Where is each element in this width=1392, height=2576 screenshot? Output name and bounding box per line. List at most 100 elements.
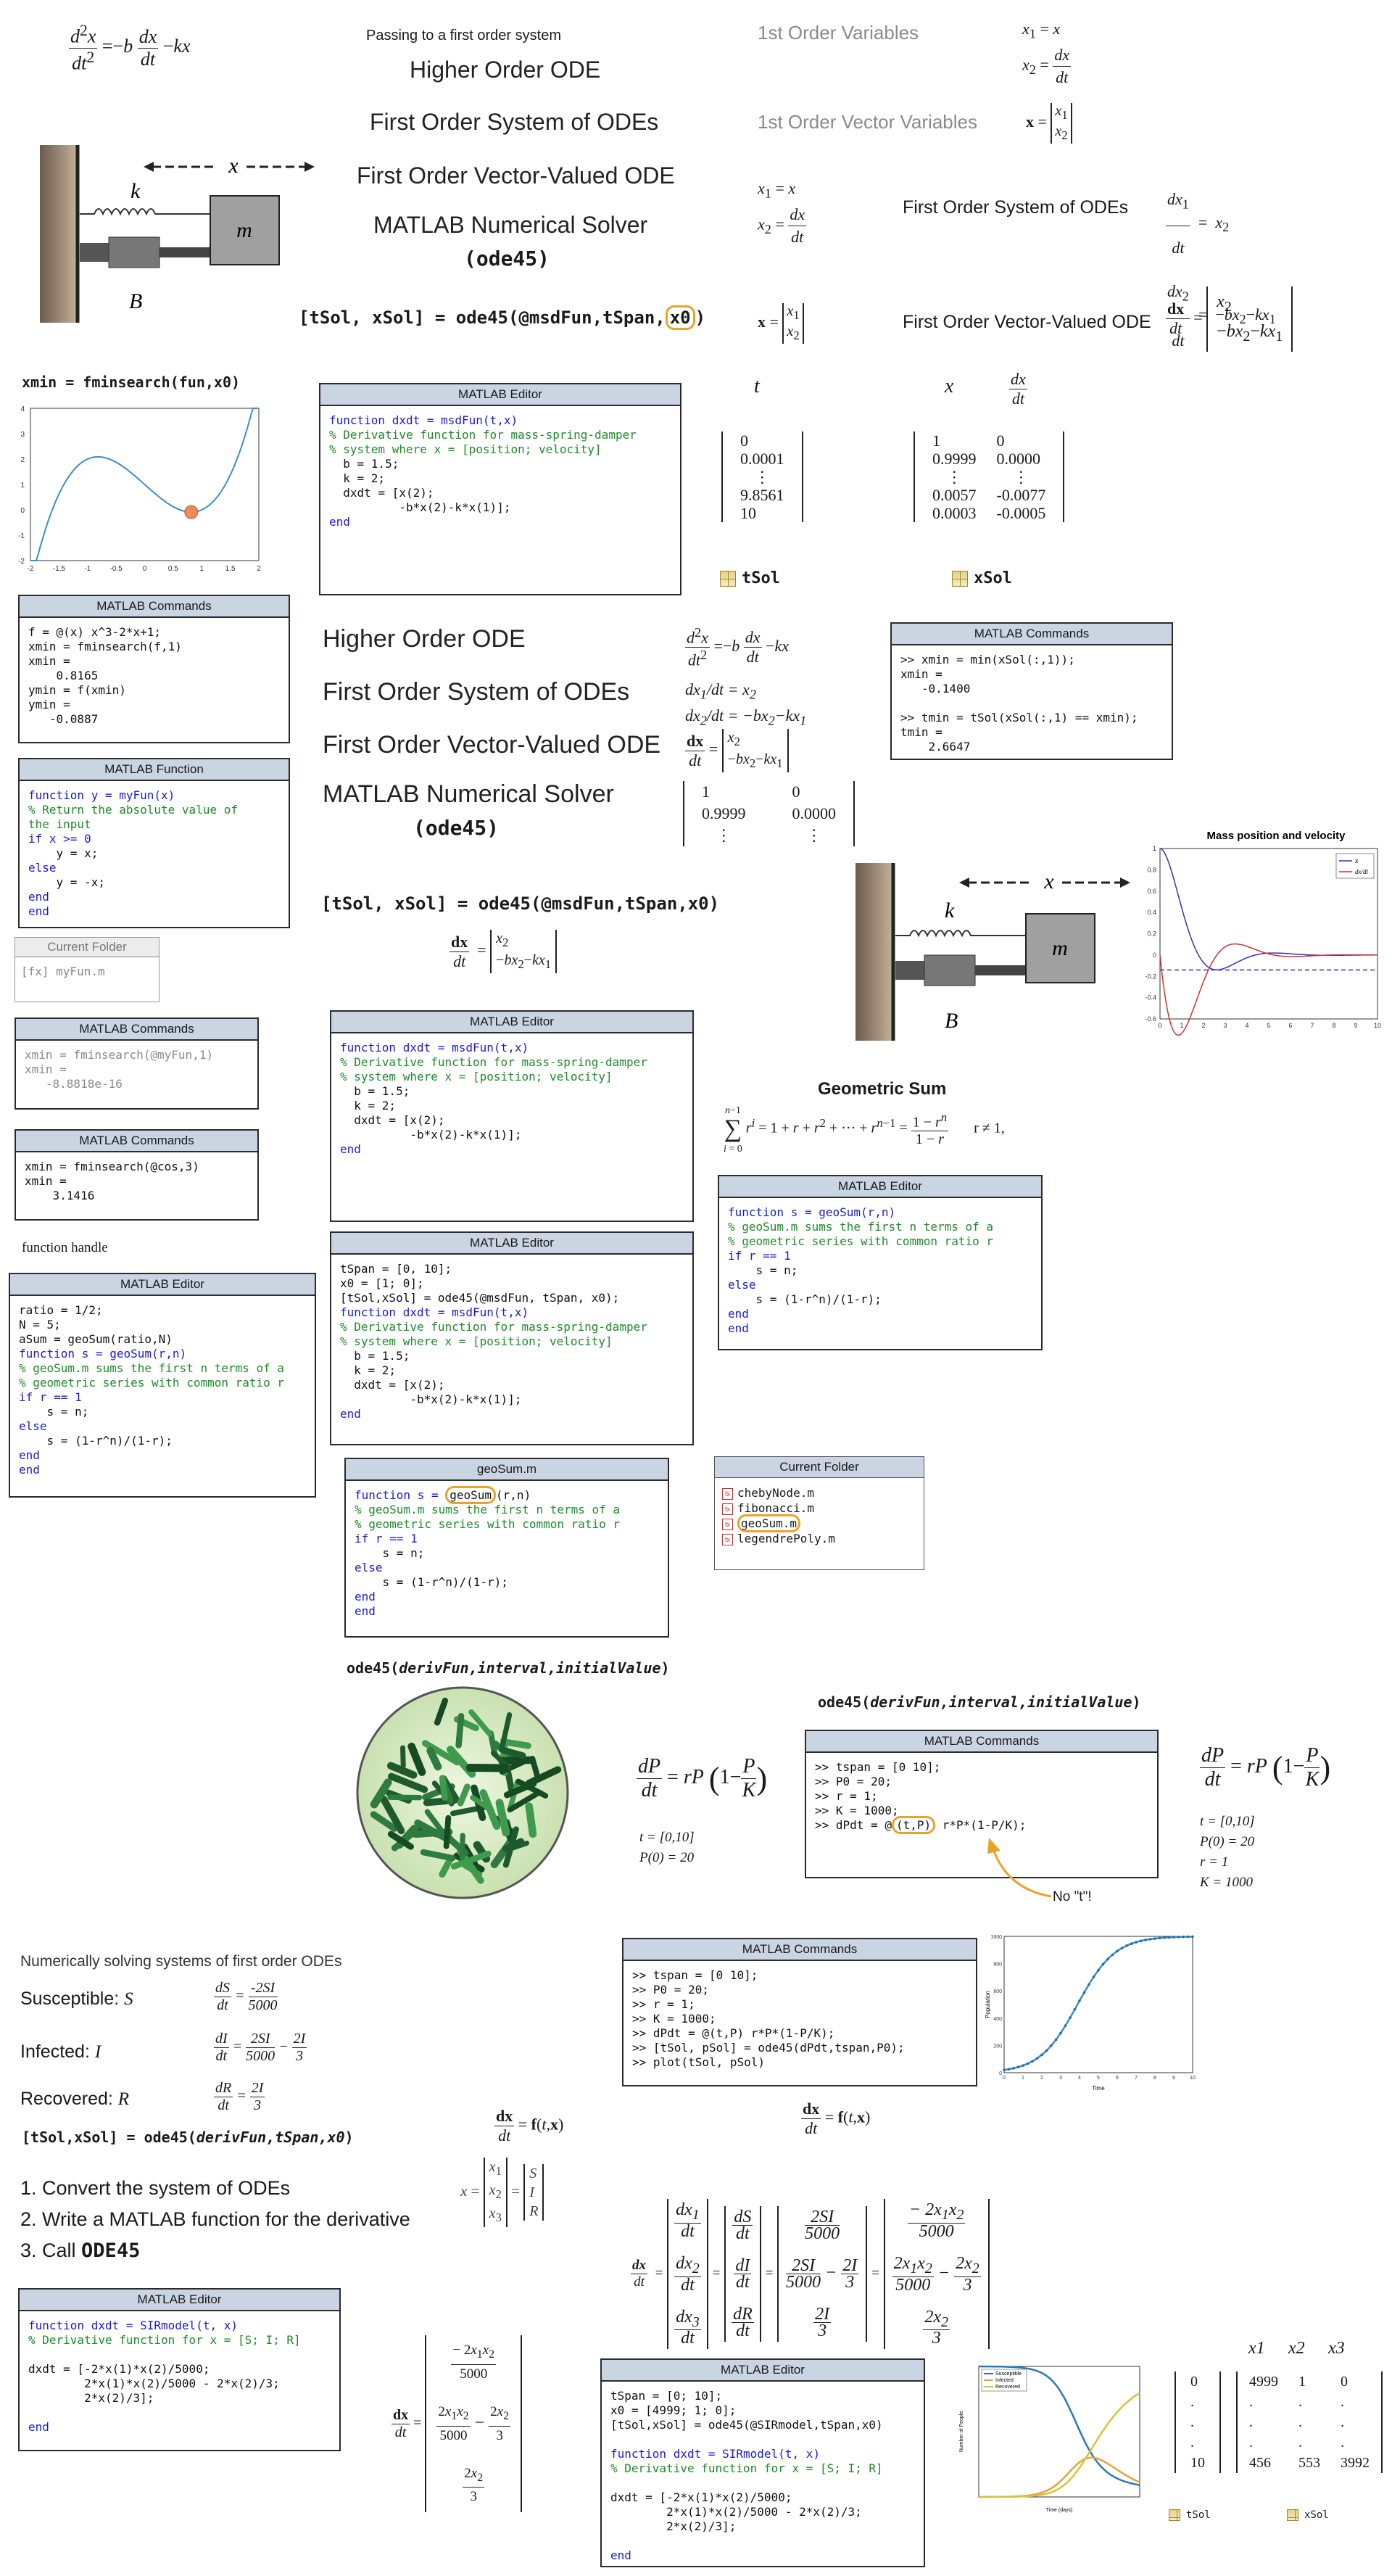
x-axis-label: Time (days) (1046, 2508, 1073, 2513)
window-title: MATLAB Editor (602, 2360, 924, 2382)
x-tick-label: 8 (1332, 1022, 1335, 1029)
xsol-variable[interactable]: xSol (952, 569, 1012, 587)
window-body: ratio = 1/2; N = 5; aSum = geoSum(ratio,… (19, 1303, 285, 1477)
window-title: MATLAB Commands (892, 624, 1172, 645)
legend-item: Infected (995, 2378, 1014, 2383)
damper-label: B (129, 289, 142, 313)
x-tick-label: 7 (1310, 1022, 1314, 1029)
damper-label: B (945, 1009, 958, 1033)
window-title: MATLAB Function (20, 759, 289, 781)
x-tick-label: 2 (1040, 2076, 1043, 2081)
logistic-conditions-left: t = [0,10]P(0) = 20 (639, 1830, 695, 1865)
window-body: function y = myFun(x) % Return the absol… (28, 788, 238, 918)
x-tick-label: 4 (1245, 1022, 1248, 1029)
y-tick-label: 3 (20, 431, 25, 439)
variable-grid-icon (720, 571, 736, 587)
x-tick-label: 2 (1201, 1022, 1205, 1029)
y-tick-label: 0 (1153, 951, 1156, 959)
window-body: tSpan = [0, 10]; x0 = [1; 0]; [tSol,xSol… (340, 1262, 647, 1421)
y-tick-label: 1000 (990, 1935, 1002, 1940)
legend-item: dx/dt (1355, 868, 1368, 875)
window-body: f = @(x) x^3-2*x+1; xmin = fminsearch(f,… (28, 625, 182, 726)
x-tick-label: -0.5 (110, 565, 123, 573)
folder-file[interactable]: [fx] myFun.m (21, 965, 105, 978)
no-t-note: No "t"! (1053, 1889, 1092, 1904)
y-tick-label: 600 (993, 1989, 1002, 1994)
sir-chart: Susceptible Infected Recovered Time (day… (959, 2365, 1140, 2513)
x-tick-label: 5 (1267, 1022, 1270, 1029)
folder-title: Current Folder (15, 938, 159, 957)
variable-grid-icon (1287, 2509, 1298, 2521)
y-tick-label: 0.8 (1147, 866, 1156, 873)
window-commands-2: MATLAB Commands xmin = fminsearch(@myFun… (14, 1017, 259, 1110)
window-title: MATLAB Editor (719, 1176, 1041, 1198)
y-tick-label: 1 (1153, 845, 1156, 852)
y-tick-label: -0.2 (1145, 973, 1156, 980)
sir-xsol-variable[interactable]: xSol (1287, 2509, 1329, 2521)
tsol-matrix: 0 0.0001 ⋮ 9.8561 10 (721, 432, 803, 522)
window-body: function s = geoSum(r,n) % geoSum.m sums… (346, 1481, 668, 1626)
sir-title: Numerically solving systems of first ord… (20, 1953, 342, 1970)
chart-legend: x dx/dt (1335, 853, 1375, 879)
mass-label: m (236, 218, 252, 242)
x-tick-label: 4 (1078, 2076, 1081, 2081)
legend-item: Recovered (995, 2385, 1020, 2390)
window-body: function s = geoSum(r,n) % geoSum.m sums… (728, 1205, 994, 1335)
solver-name: (ode45) (464, 247, 550, 271)
sir-tsol-matrix: 0 . . . 10 (1174, 2371, 1221, 2473)
x-tick-label: 10 (1190, 2076, 1196, 2081)
window-commands-min: MATLAB Commands >> xmin = min(xSol(:,1))… (890, 622, 1173, 760)
window-title: MATLAB Editor (331, 1012, 692, 1033)
window-function: MATLAB Function function y = myFun(x) % … (18, 758, 290, 928)
window-body: >> xmin = min(xSol(:,1)); xmin = -0.1400… (900, 653, 1138, 754)
step-numerical-solver: MATLAB Numerical Solver (373, 212, 648, 238)
susceptible-label: Susceptible: S (20, 1989, 133, 2009)
y-tick-label: 1 (20, 482, 25, 490)
window-geosum-file: geoSum.m function s = geoSum(r,n) % geoS… (344, 1458, 669, 1638)
infected-label: Infected: I (20, 2042, 102, 2062)
window-commands-1: MATLAB Commands f = @(x) x^3-2*x+1; xmin… (18, 595, 290, 743)
variable-grid-icon (1169, 2509, 1180, 2521)
y-tick-label: 0 (20, 507, 25, 515)
window-editor-msdfun-1: MATLAB Editor function dxdt = msdFun(t,x… (319, 383, 682, 595)
x-tick-label: 1.5 (225, 565, 236, 573)
window-body: xmin = fminsearch(@cos,3) xmin = 3.1416 (25, 1160, 199, 1202)
x-tick-label: 3 (1059, 2076, 1062, 2081)
window-body: >> tspan = [0 10]; >> P0 = 20; >> r = 1;… (632, 1968, 905, 2069)
window-commands-logistic: MATLAB Commands >> tspan = [0 10]; >> P0… (805, 1730, 1159, 1878)
spring-label: k (945, 899, 955, 922)
x-tick-label: 0.5 (168, 565, 178, 573)
mid-ode45-call: [tSol, xSol] = ode45(@msdFun,tSpan,x0) (321, 893, 720, 914)
x-tick-label: 0 (1003, 2076, 1006, 2081)
x-tick-label: 0 (143, 565, 147, 573)
x-tick-label: 1 (1022, 2076, 1024, 2081)
sir-tsol-variable[interactable]: tSol (1169, 2509, 1211, 2521)
mid-solver-name: (ode45) (413, 816, 500, 840)
displacement-label: x (1043, 870, 1054, 893)
geometric-sum-title: Geometric Sum (818, 1079, 947, 1099)
ode45-signature-1: ode45(derivFun,interval,initialValue) (347, 1659, 670, 1677)
x-label: x (945, 375, 954, 397)
chart-title: Mass position and velocity (1207, 830, 1346, 842)
window-editor-sir-1: MATLAB Editor function dxdt = SIRmodel(t… (18, 2288, 341, 2451)
y-tick-label: 0.6 (1147, 888, 1156, 895)
window-body: function dxdt = msdFun(t,x) % Derivative… (329, 413, 637, 529)
current-folder-1: Current Folder [fx] myFun.m (14, 937, 160, 1002)
y-tick-label: -0.4 (1145, 994, 1156, 1002)
tsol-variable[interactable]: tSol (720, 569, 780, 587)
y-tick-label: 0.2 (1147, 930, 1156, 938)
